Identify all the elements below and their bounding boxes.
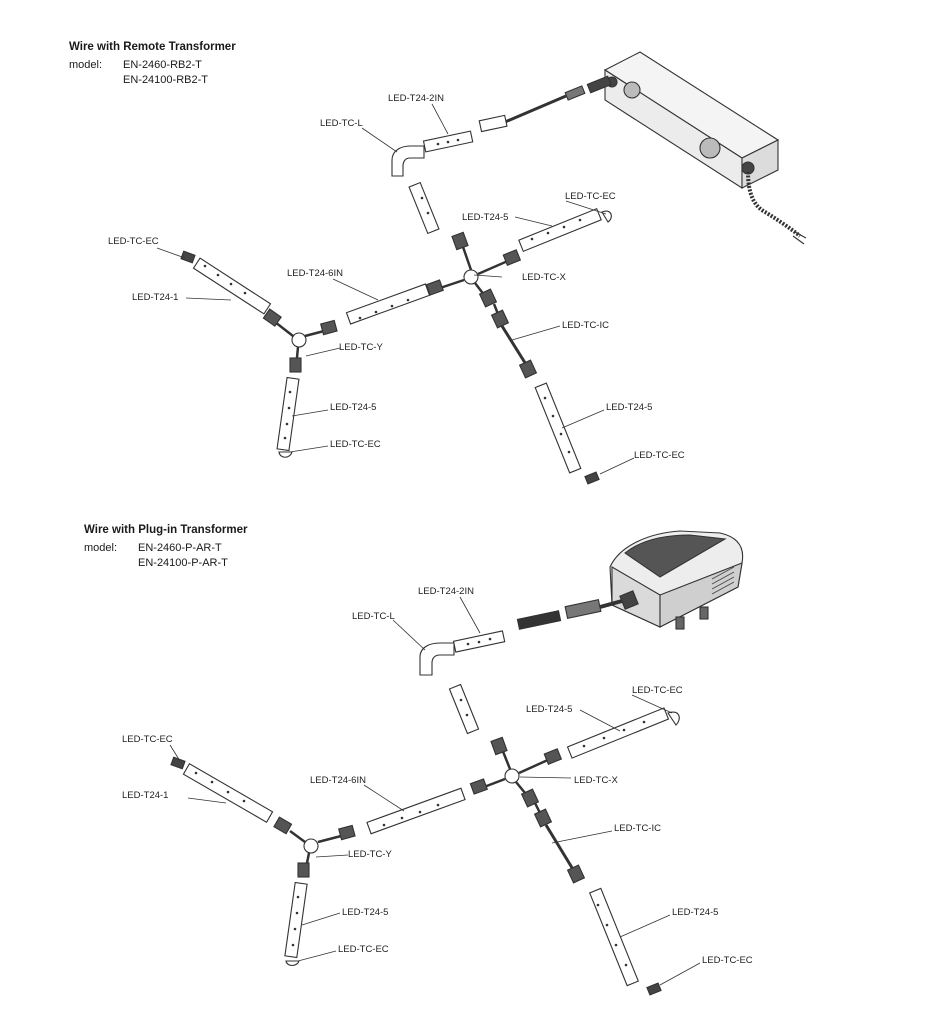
strip-t24-5-right	[534, 382, 582, 474]
wiring-diagram-plug-in: LED-T24-2IN LED-TC-L LED-TC-EC LED-T24-5…	[122, 530, 753, 996]
label-led-tc-ec: LED-TC-EC	[565, 191, 616, 202]
strip-t24-5-left	[276, 376, 300, 452]
label-led-tc-ec: LED-TC-EC	[108, 236, 159, 247]
end-cap-left	[170, 756, 186, 770]
strip-vertical-short	[448, 683, 480, 735]
model-number: EN-24100-P-AR-T	[138, 557, 228, 569]
strip-t24-1	[192, 257, 272, 315]
label-led-t24-1: LED-T24-1	[132, 292, 178, 303]
end-cap-right	[601, 210, 612, 223]
model-label: model:	[69, 59, 103, 71]
end-cap-bottom-left	[278, 451, 293, 458]
strip-t24-5-upper	[518, 207, 602, 253]
connector-tc-x	[504, 768, 520, 784]
end-cap-bottom-left	[285, 960, 300, 967]
strip-t24-5-upper	[566, 707, 670, 759]
label-led-t24-5: LED-T24-5	[606, 402, 652, 413]
transformer-cable	[478, 75, 612, 133]
diagram-remote-transformer: Wire with Remote Transformer model: EN-2…	[0, 0, 934, 505]
label-led-t24-2in: LED-T24-2IN	[388, 93, 444, 104]
diagram-title: Wire with Plug-in Transformer	[84, 524, 248, 536]
label-led-tc-ec: LED-TC-EC	[338, 944, 389, 955]
model-label: model:	[84, 542, 118, 554]
connector-tc-y	[291, 332, 307, 348]
label-led-tc-x: LED-TC-X	[574, 775, 618, 786]
connector-tc-x	[463, 269, 479, 285]
label-led-t24-5: LED-T24-5	[342, 907, 388, 918]
label-led-t24-2in: LED-T24-2IN	[418, 586, 474, 597]
strip-t24-6in	[366, 787, 466, 835]
label-led-tc-y: LED-TC-Y	[348, 849, 392, 860]
connector-tc-y	[303, 838, 319, 854]
label-led-t24-5: LED-T24-5	[526, 704, 572, 715]
label-led-tc-l: LED-TC-L	[352, 611, 395, 622]
label-led-t24-5: LED-T24-5	[672, 907, 718, 918]
strip-t24-6in	[345, 283, 431, 325]
label-led-tc-y: LED-TC-Y	[339, 342, 383, 353]
label-led-tc-ec: LED-TC-EC	[632, 685, 683, 696]
remote-transformer-box	[603, 51, 807, 245]
label-led-tc-x: LED-TC-X	[522, 272, 566, 283]
label-led-tc-l: LED-TC-L	[320, 118, 363, 129]
wiring-diagram-remote: LED-T24-2IN LED-TC-L LED-TC-EC LED-T24-5…	[108, 51, 807, 485]
label-led-t24-6in: LED-T24-6IN	[287, 268, 343, 279]
label-led-tc-ec: LED-TC-EC	[702, 955, 753, 966]
plug-in-transformer	[609, 530, 744, 630]
model-number: EN-2460-P-AR-T	[138, 542, 222, 554]
diagram-plug-in-transformer: Wire with Plug-in Transformer model: EN-…	[0, 505, 934, 1015]
diagram-title: Wire with Remote Transformer	[69, 41, 236, 53]
model-number: EN-2460-RB2-T	[123, 59, 202, 71]
connector-tc-ic	[500, 325, 529, 367]
model-number: EN-24100-RB2-T	[123, 74, 208, 86]
label-led-tc-ec: LED-TC-EC	[330, 439, 381, 450]
label-led-tc-ec: LED-TC-EC	[634, 450, 685, 461]
label-led-tc-ic: LED-TC-IC	[614, 823, 661, 834]
end-cap-bottom-right	[584, 471, 600, 485]
strip-t24-5-left	[284, 881, 308, 959]
label-led-t24-1: LED-T24-1	[122, 790, 168, 801]
label-led-tc-ec: LED-TC-EC	[122, 734, 173, 745]
label-led-t24-6in: LED-T24-6IN	[310, 775, 366, 786]
label-led-tc-ic: LED-TC-IC	[562, 320, 609, 331]
end-cap-bottom-right	[646, 982, 662, 996]
label-led-t24-5: LED-T24-5	[462, 212, 508, 223]
connector-tc-ic	[544, 824, 576, 872]
strip-t24-5-right	[588, 887, 640, 987]
connector-tc-l	[419, 642, 455, 676]
end-cap-right	[667, 711, 680, 726]
end-cap-left	[180, 250, 196, 264]
label-led-t24-5: LED-T24-5	[330, 402, 376, 413]
connector-tc-l	[391, 145, 425, 177]
strip-vertical-short	[408, 181, 440, 235]
